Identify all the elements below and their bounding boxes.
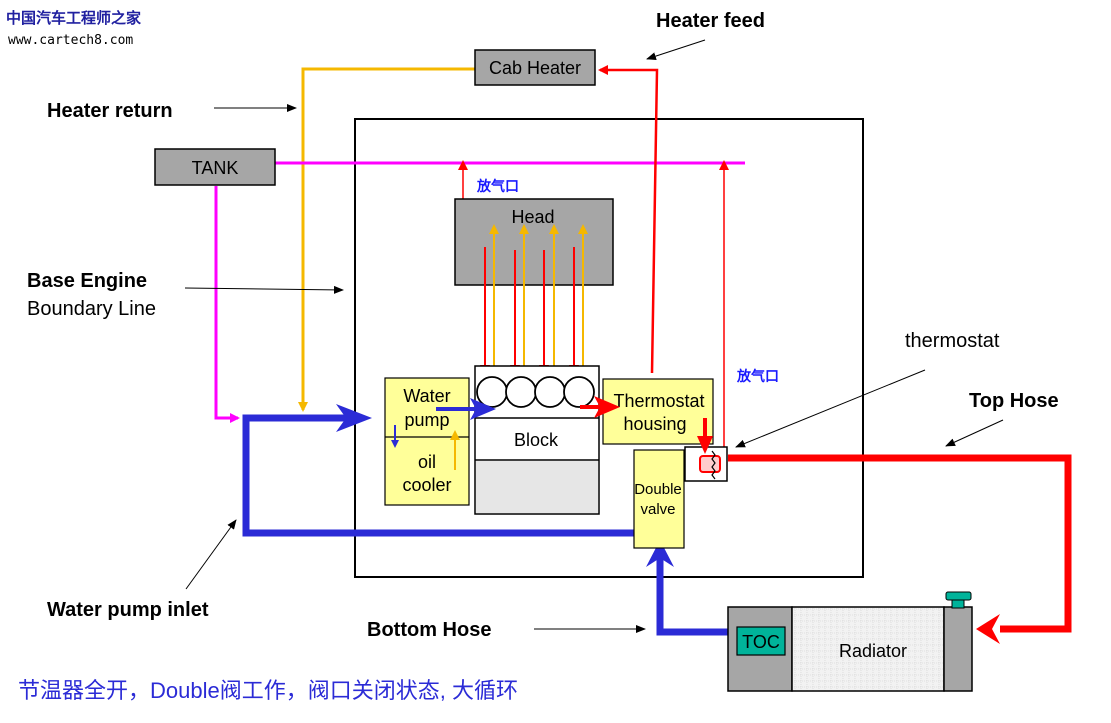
tank-box (154, 148, 276, 186)
double-valve-box (633, 449, 685, 549)
water-pump-inlet-hose (242, 414, 728, 636)
cylinder-bores (476, 376, 595, 408)
top-hose (728, 454, 1072, 633)
thermostat-housing-label-2: housing (623, 414, 686, 434)
toc-label: TOC (742, 632, 780, 652)
tank-return-line (214, 186, 240, 423)
base-engine-label-2: Boundary Line (27, 298, 156, 320)
thermostat-pointer (735, 369, 926, 448)
base-engine-boundary (354, 118, 864, 578)
bleed-port-head-label: 放气口 (476, 178, 519, 194)
cab-heater-label: Cab Heater (489, 58, 581, 78)
tank-label: TANK (192, 158, 239, 178)
oil-cooler-label-1: oil (418, 452, 436, 472)
double-valve-label-2: valve (640, 501, 675, 518)
head-label: Head (511, 207, 554, 227)
thermostat-element (684, 418, 728, 482)
water-pump-box (384, 377, 470, 506)
radiator-assembly (727, 591, 973, 692)
caption: 节温器全开，Double阀工作，阀口关闭状态, 大循环 (18, 678, 518, 703)
watermark-cn: 中国汽车工程师之家 (6, 9, 141, 27)
heater-feed-label: Heater feed (656, 10, 765, 32)
water-pump-label-2: pump (404, 410, 449, 430)
block-label: Block (514, 430, 559, 450)
watermark-url: www.cartech8.com (8, 33, 133, 48)
heater-feed-line (598, 65, 659, 374)
radiator-label: Radiator (839, 641, 907, 661)
cab-heater-box (474, 49, 596, 86)
top-hose-pointer (945, 419, 1004, 447)
thermostat-housing-label-1: Thermostat (613, 391, 704, 411)
heater-return-label: Heater return (47, 100, 173, 122)
thermostat-housing-box (602, 378, 714, 445)
water-pump-inlet-label: Water pump inlet (47, 599, 209, 621)
double-valve-label-1: Double (634, 481, 682, 498)
inlet-arrowhead (336, 404, 372, 432)
head-flow-arrows (480, 224, 588, 378)
top-hose-arrowhead (976, 614, 1000, 644)
bleed-port-thermostat-label: 放气口 (736, 368, 779, 384)
oil-cooler-label-2: cooler (402, 475, 451, 495)
head-box (454, 198, 614, 286)
water-pump-inlet-pointer (185, 519, 237, 590)
base-engine-label-1: Base Engine (27, 270, 147, 292)
bottom-hose-arrowhead (646, 540, 674, 567)
top-hose-label: Top Hose (969, 390, 1059, 412)
base-engine-pointer (184, 285, 344, 294)
bottom-hose-label: Bottom Hose (367, 619, 491, 641)
heater-feed-pointer (646, 39, 706, 60)
thermostat-label: thermostat (905, 330, 1000, 352)
water-pump-label-1: Water (403, 386, 450, 406)
heater-return-line (298, 67, 475, 412)
